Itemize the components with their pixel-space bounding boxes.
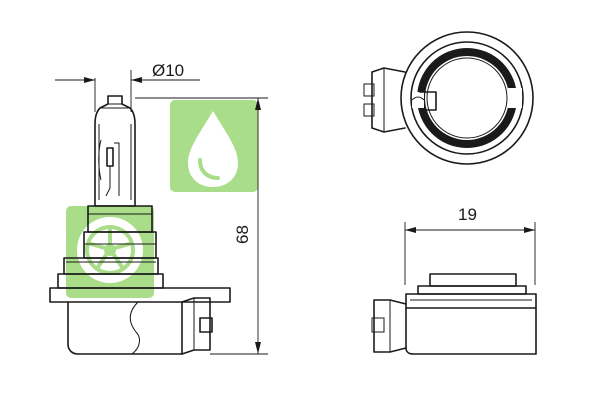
glass-envelope <box>94 95 136 207</box>
height-dimension: 68 <box>135 97 268 355</box>
wheel-watermark <box>66 206 154 298</box>
width-label: 19 <box>458 205 477 224</box>
bulb-end-view <box>363 31 534 165</box>
end-view-ring-band <box>417 48 517 148</box>
width-dimension: 19 <box>404 205 536 285</box>
base-side-view <box>371 273 537 355</box>
connector <box>181 297 211 355</box>
filament <box>106 147 114 167</box>
height-label: 68 <box>233 225 252 244</box>
water-drop-watermark <box>170 100 258 192</box>
wheel-icon <box>77 217 143 283</box>
base-body <box>67 301 183 355</box>
diameter-label: Ø10 <box>152 61 184 80</box>
diameter-dimension: Ø10 <box>55 61 200 112</box>
bulb-side-view <box>49 95 231 355</box>
